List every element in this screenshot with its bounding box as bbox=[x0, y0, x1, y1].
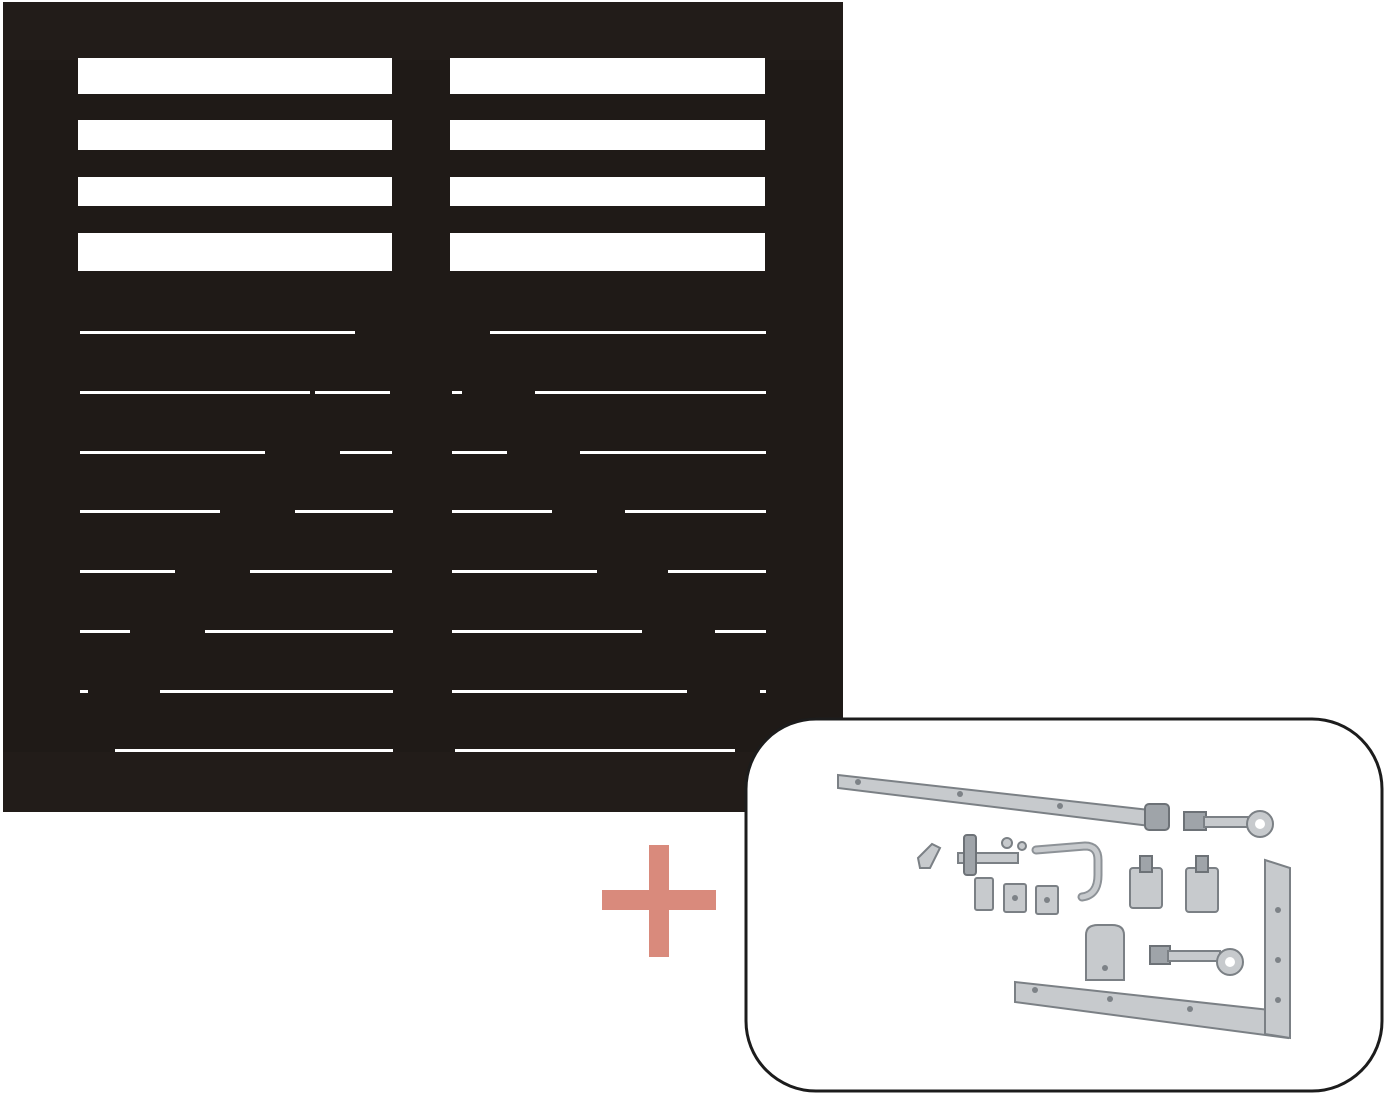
board-gaps-right bbox=[452, 331, 766, 752]
hardware-kit-panel bbox=[744, 717, 1384, 1093]
upper-openings-right bbox=[450, 58, 765, 271]
mounting-plates-icon bbox=[974, 877, 1059, 915]
corner-strap-icon bbox=[1014, 858, 1291, 1040]
plus-icon bbox=[602, 845, 716, 957]
gate-bottom-rail bbox=[3, 752, 843, 812]
hinge-pin-lower-icon bbox=[1149, 945, 1244, 976]
gate-top-rail bbox=[3, 2, 843, 60]
upper-openings-left bbox=[78, 58, 392, 271]
j-bolt-icon bbox=[1031, 841, 1103, 902]
garden-gate bbox=[3, 2, 843, 812]
hardware-frame bbox=[744, 717, 1384, 1093]
hinge-pin-icon bbox=[1183, 810, 1274, 838]
hook-bracket-icon bbox=[1085, 924, 1125, 981]
strap-hinge-long-icon bbox=[837, 773, 1170, 831]
hinge-brackets-icon bbox=[1129, 855, 1219, 913]
board-gaps-left bbox=[80, 331, 393, 752]
latch-parts-icon bbox=[916, 834, 1027, 876]
